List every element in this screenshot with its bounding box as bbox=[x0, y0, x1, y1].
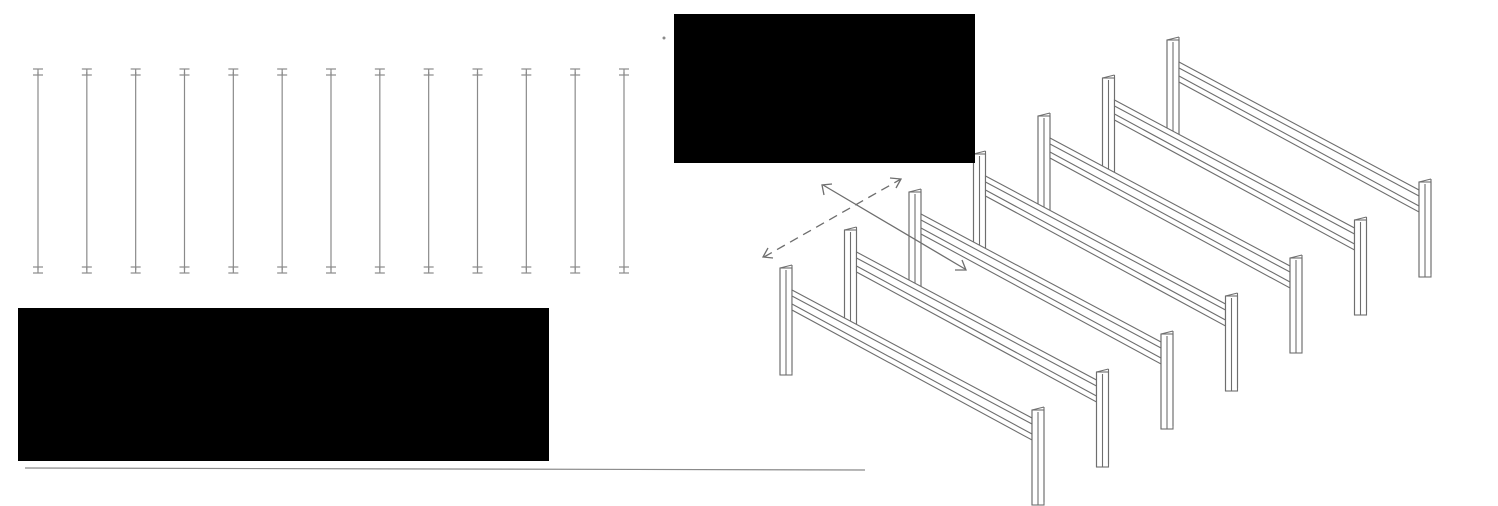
beam-flange-line bbox=[1114, 113, 1355, 245]
dashed-arrow-head-b bbox=[889, 177, 903, 189]
portal-frame bbox=[843, 226, 1110, 468]
column-cap bbox=[1166, 36, 1180, 41]
solid-arrow-head-b bbox=[955, 259, 967, 271]
plan-column bbox=[130, 68, 141, 274]
column-cap bbox=[1160, 330, 1174, 335]
dashed-arrow-head-a bbox=[761, 247, 774, 259]
column-cap bbox=[1102, 74, 1115, 79]
beam-body bbox=[1049, 137, 1291, 289]
plan-column bbox=[570, 68, 581, 274]
column-cap bbox=[1354, 216, 1367, 221]
column-cap bbox=[844, 226, 857, 231]
beam-body bbox=[791, 289, 1033, 441]
pencil-dot bbox=[662, 36, 666, 40]
plan-view-columns bbox=[33, 68, 629, 274]
beam-body bbox=[984, 175, 1227, 327]
beam-flange-line bbox=[856, 257, 1097, 387]
beam-flange-line bbox=[985, 189, 1226, 321]
plan-column bbox=[228, 68, 239, 274]
solid-arrow-head-a bbox=[821, 183, 833, 196]
isometric-frames bbox=[779, 36, 1432, 506]
portal-frame bbox=[1101, 74, 1368, 316]
beam-flange-line bbox=[1049, 143, 1291, 273]
plan-column bbox=[277, 68, 288, 274]
portal-frame bbox=[908, 188, 1174, 430]
column-cap bbox=[908, 188, 922, 193]
plan-column bbox=[179, 68, 190, 274]
beam-flange-line bbox=[1049, 151, 1291, 283]
plan-column bbox=[423, 68, 434, 274]
beam-body bbox=[1113, 99, 1356, 251]
beam-body bbox=[1178, 61, 1420, 213]
plan-column bbox=[619, 68, 629, 274]
dashed-arrow-line bbox=[763, 178, 902, 258]
column-cap bbox=[1037, 112, 1051, 117]
plan-column bbox=[521, 68, 532, 274]
column-cap bbox=[1225, 292, 1238, 297]
beam-body bbox=[920, 213, 1162, 365]
beam-flange-line bbox=[791, 295, 1033, 425]
portal-frame bbox=[779, 264, 1045, 506]
column-cap bbox=[1031, 406, 1045, 411]
plan-column bbox=[33, 68, 43, 274]
beam-flange-line bbox=[1178, 67, 1420, 197]
plan-column bbox=[81, 68, 92, 274]
column-cap bbox=[973, 150, 986, 155]
beam-flange-line bbox=[920, 219, 1162, 349]
baseline-rule bbox=[24, 467, 866, 471]
beam-flange-line bbox=[985, 181, 1226, 311]
column-cap bbox=[779, 264, 793, 269]
redaction-box-top bbox=[674, 14, 975, 163]
beam-flange-line bbox=[920, 227, 1162, 359]
beam-flange-line bbox=[856, 265, 1097, 397]
beam-flange-line bbox=[791, 303, 1033, 435]
beam-body bbox=[855, 251, 1098, 403]
redaction-box-bottom bbox=[18, 308, 549, 461]
plan-column bbox=[374, 68, 385, 274]
solid-arrow-line bbox=[822, 184, 966, 270]
column-cap bbox=[1289, 254, 1303, 259]
portal-frame bbox=[1037, 112, 1303, 354]
portal-frame bbox=[972, 150, 1239, 392]
beam-flange-line bbox=[1114, 105, 1355, 235]
column-cap bbox=[1096, 368, 1109, 373]
beam-flange-line bbox=[1178, 75, 1420, 207]
direction-arrows bbox=[761, 177, 967, 271]
plan-column bbox=[326, 68, 336, 274]
column-cap bbox=[1418, 178, 1432, 183]
plan-column bbox=[472, 68, 483, 274]
